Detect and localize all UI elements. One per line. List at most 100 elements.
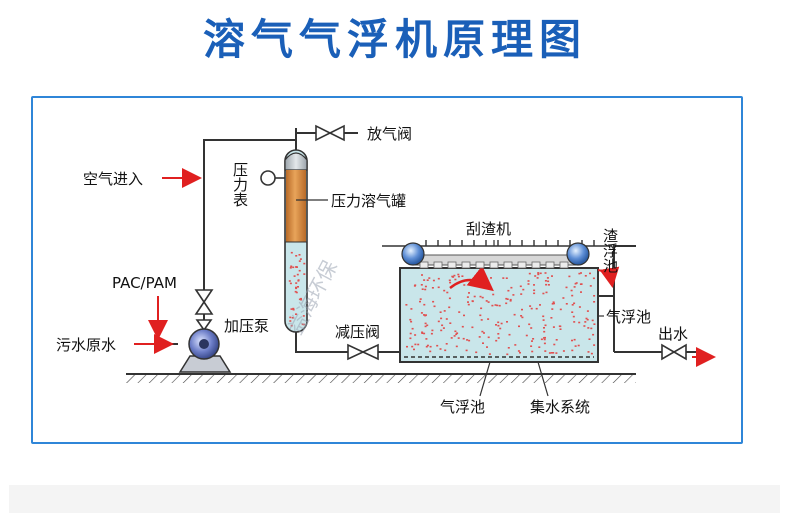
scraper-blade (433, 261, 443, 269)
bubble (552, 326, 555, 328)
bubble (578, 321, 581, 324)
bubble (303, 262, 306, 265)
bubble (443, 310, 446, 312)
bubble (530, 345, 533, 347)
bubble (461, 325, 464, 328)
bubble (528, 323, 531, 326)
bubble (463, 314, 465, 317)
bubble (298, 269, 301, 272)
scraper-blade (489, 261, 499, 269)
bubble (497, 333, 500, 335)
pump-valve-icon (194, 289, 214, 315)
scraper-blade (545, 261, 555, 269)
bubble (533, 289, 536, 292)
bubble (527, 280, 530, 282)
bubble (432, 300, 435, 303)
bubble (514, 344, 517, 346)
bubble (571, 304, 574, 306)
flotation-tank-bottom-label: 气浮池 (440, 398, 485, 416)
bubble (552, 301, 555, 303)
bubble (586, 318, 589, 321)
bubble (555, 339, 558, 341)
bubble (473, 295, 476, 298)
bubble (302, 315, 305, 317)
bubble (299, 258, 302, 260)
bubble (543, 338, 546, 341)
bubble (587, 351, 590, 353)
bubble (292, 266, 295, 269)
bubble (298, 254, 301, 256)
bubble (585, 317, 588, 320)
bubble (552, 352, 555, 354)
bubble (543, 337, 545, 339)
bubble (295, 291, 298, 294)
bubble (591, 319, 594, 322)
bubble (303, 323, 305, 326)
bubble (544, 324, 547, 327)
bubble (479, 295, 482, 298)
bubble (574, 282, 577, 285)
bubble (520, 293, 523, 295)
bubble (578, 272, 581, 275)
bubble (491, 304, 494, 307)
bubble (520, 315, 523, 317)
bubble (586, 310, 589, 312)
bubble (431, 329, 434, 332)
bubble (423, 332, 426, 335)
bubble (539, 304, 541, 306)
bubble (497, 321, 500, 324)
bubble (295, 266, 298, 268)
bubble (530, 327, 533, 329)
bubble (570, 289, 573, 292)
bubble (424, 285, 427, 288)
bubble (465, 349, 468, 352)
bubble (487, 318, 490, 320)
bubble (289, 320, 292, 322)
scum-tank-icon (597, 245, 636, 352)
bubble (462, 337, 465, 340)
bubble (571, 349, 574, 352)
bubble (426, 324, 429, 327)
bubble (565, 303, 568, 305)
bubble (291, 317, 294, 319)
bubble (463, 284, 466, 286)
bubble (486, 346, 488, 348)
bubble (409, 337, 412, 340)
bubble (468, 339, 471, 342)
bubble (542, 315, 545, 318)
bubble (555, 352, 558, 354)
bubble (425, 345, 428, 348)
bubble (421, 288, 424, 290)
bubble (443, 289, 446, 292)
bubble (507, 289, 510, 292)
bubble (437, 320, 440, 323)
dissolved-air-tank-label: 压力溶气罐 (331, 192, 406, 210)
bubble (531, 350, 534, 353)
bubble (450, 337, 453, 339)
bubble (551, 275, 553, 277)
bubble (539, 272, 542, 275)
bubble (457, 275, 460, 278)
bubble (425, 314, 427, 316)
bubble (426, 279, 429, 281)
bubble (417, 343, 420, 346)
bubble (545, 291, 548, 294)
bubble (461, 275, 464, 277)
bubble (571, 339, 573, 342)
bubble (411, 327, 414, 330)
bubble (529, 305, 532, 307)
bubble (537, 272, 540, 274)
bubble (592, 333, 595, 336)
leader-lines (296, 199, 604, 397)
bubble (502, 277, 505, 279)
bubble (533, 292, 536, 295)
bubble (533, 284, 535, 286)
bubble (414, 284, 417, 286)
bubble (448, 279, 451, 282)
bubble (573, 338, 576, 341)
bubble (296, 273, 299, 276)
bubble (290, 251, 293, 254)
bubble (289, 316, 292, 319)
bubble (559, 308, 562, 311)
bubble (429, 350, 432, 353)
